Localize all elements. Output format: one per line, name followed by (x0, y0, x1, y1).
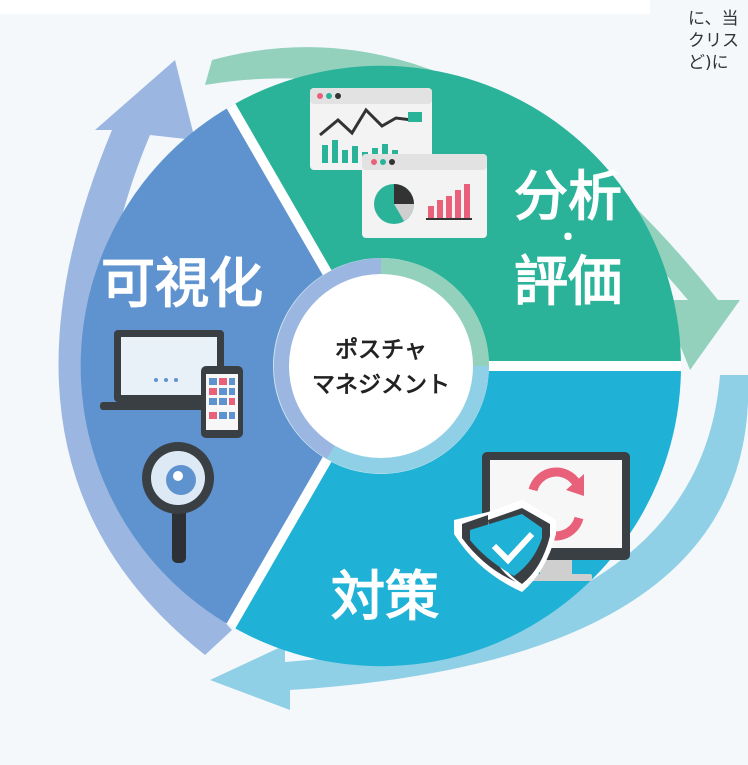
top-bar (0, 0, 650, 14)
side-line-3: ど)に (688, 53, 729, 73)
analysis-label-line1: 分析 (514, 165, 622, 228)
center-label-line2: マネジメント (312, 372, 450, 398)
center-label-line1: ポスチャ (335, 336, 427, 363)
magnifier-icon (142, 442, 214, 563)
side-paragraph: に、当 クリス ど)に (688, 8, 748, 74)
security-shield-check-icon (454, 500, 556, 592)
line-chart-window-icon (310, 88, 432, 170)
pie-bar-chart-window-icon (362, 154, 487, 238)
countermeasure-label: 対策 (331, 565, 439, 628)
side-line-1: に、当 (688, 9, 739, 29)
center-hub: ポスチャ マネジメント (273, 258, 489, 474)
tablet-icon (201, 366, 243, 438)
visualization-label: 可視化 (101, 252, 263, 315)
analysis-label-line2: 評価 (514, 250, 622, 313)
side-line-2: クリス (688, 31, 739, 51)
arrow-blue (58, 60, 232, 655)
analysis-label-dot: ・ (553, 221, 583, 256)
